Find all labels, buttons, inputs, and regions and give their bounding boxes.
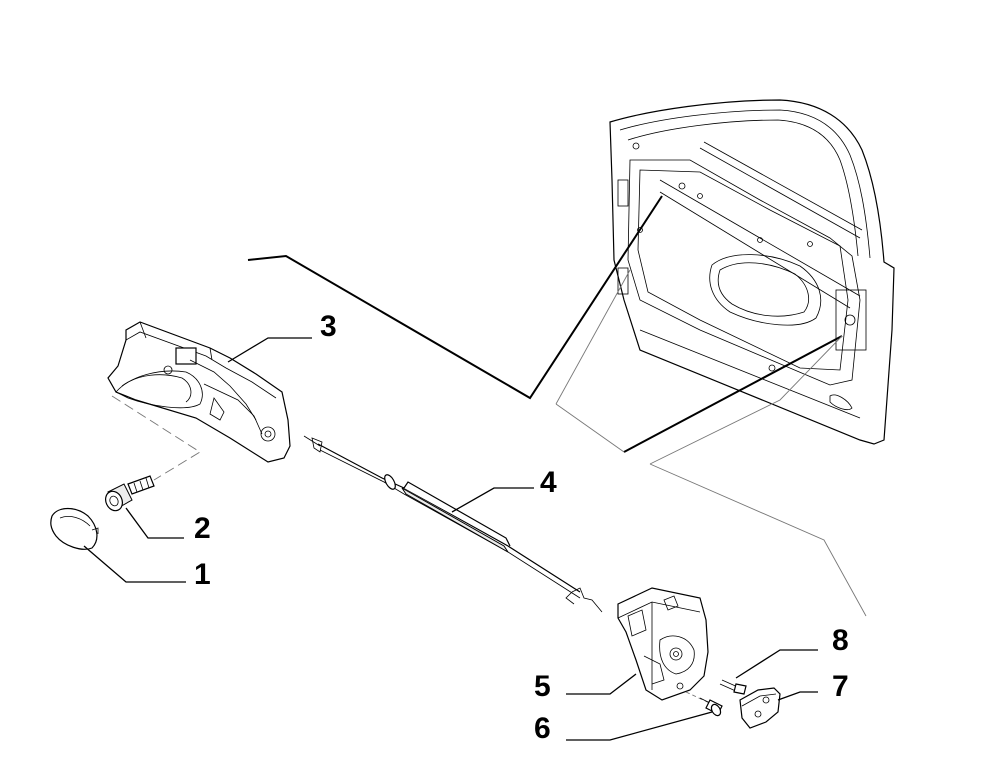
- leader-line-4: [451, 487, 534, 513]
- part-number-3: 3: [320, 310, 337, 343]
- leader-line-8: [735, 649, 818, 679]
- part-number-7: 7: [832, 670, 849, 703]
- striker-plate-icon: [739, 687, 781, 729]
- part-number-6: 6: [534, 712, 551, 745]
- leader-line-1: [83, 545, 186, 583]
- control-cable-icon: [303, 435, 603, 613]
- striker-bolt-icon: [719, 679, 747, 695]
- leader-line-7: [777, 691, 818, 701]
- part-number-4: 4: [540, 466, 557, 499]
- leader-line-2: [125, 507, 184, 539]
- leader-line-6: [566, 711, 713, 741]
- part-number-8: 8: [832, 624, 849, 657]
- door-frame-icon: [609, 99, 895, 445]
- part-number-5: 5: [534, 670, 551, 703]
- handle-cap-icon: [50, 507, 99, 550]
- inner-handle-icon: [107, 321, 291, 463]
- door-lock-icon: [617, 587, 709, 701]
- part-number-2: 2: [194, 512, 211, 545]
- lock-screw-icon: [685, 691, 723, 717]
- part-number-1: 1: [194, 558, 211, 591]
- screw-icon: [105, 475, 155, 512]
- leader-line-3: [227, 337, 312, 363]
- leader-line-5: [566, 673, 637, 695]
